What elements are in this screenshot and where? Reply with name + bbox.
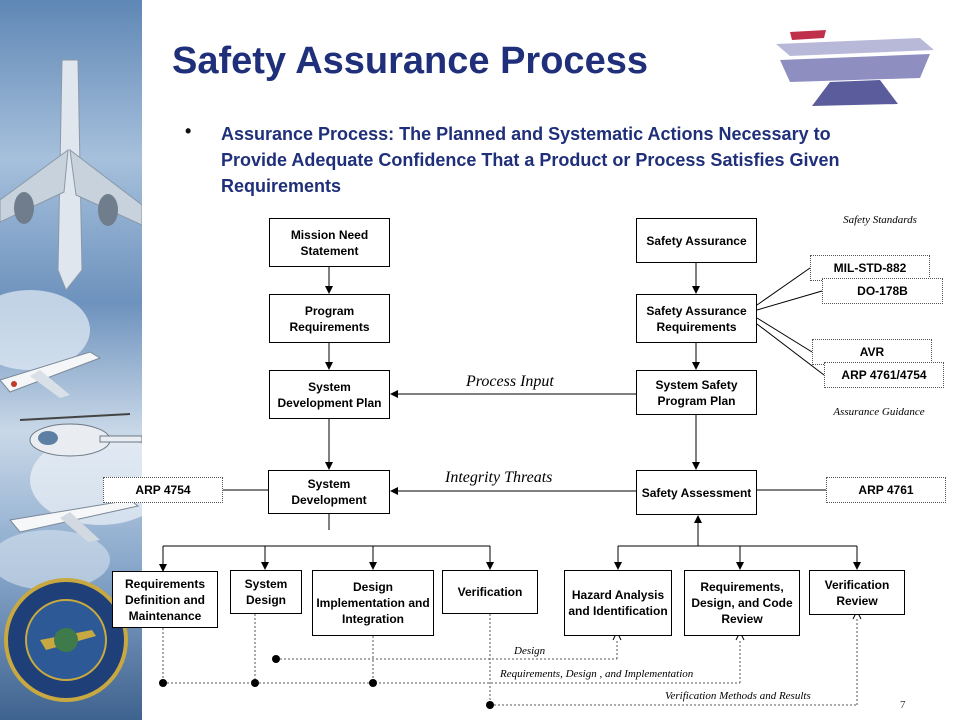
mission-need-box: Mission Need Statement — [269, 218, 390, 267]
requirements-design-code-review-box: Requirements, Design, and Code Review — [684, 570, 800, 636]
arp-4754-box: ARP 4754 — [103, 477, 223, 503]
waas-logo-icon — [776, 30, 934, 106]
business-jet-icon — [0, 351, 102, 398]
sidebar-collage — [0, 0, 142, 720]
helicopter-icon — [19, 413, 142, 457]
bullet-marker: • — [185, 121, 192, 141]
feedback-dot — [272, 655, 280, 663]
feedback-dot — [486, 701, 494, 709]
program-requirements-box: Program Requirements — [269, 294, 390, 343]
verification-box: Verification — [442, 570, 538, 614]
safety-assessment-box: Safety Assessment — [636, 470, 757, 515]
safety-standards-label: Safety Standards — [843, 214, 917, 226]
faa-seal-icon — [4, 578, 128, 702]
airliner-icon — [0, 59, 142, 291]
safety-assurance-box: Safety Assurance — [636, 218, 757, 263]
system-safety-program-plan-box: System Safety Program Plan — [636, 370, 757, 415]
safety-assurance-requirements-box: Safety Assurance Requirements — [636, 294, 757, 343]
feedback-dot — [251, 679, 259, 687]
arp-4761-box: ARP 4761 — [826, 477, 946, 503]
system-development-plan-box: System Development Plan — [269, 370, 390, 419]
req-design-impl-feedback-label: Requirements, Design , and Implementatio… — [500, 668, 694, 680]
assurance-guidance-label: Assurance Guidance — [833, 406, 925, 418]
verification-review-box: Verification Review — [809, 570, 905, 615]
do-178b-box: DO-178B — [822, 278, 943, 304]
bullet-text: Assurance Process: The Planned and Syste… — [221, 124, 840, 196]
page-number: 7 — [900, 699, 906, 711]
design-implementation-box: Design Implementation and Integration — [312, 570, 434, 636]
verification-methods-feedback-label: Verification Methods and Results — [665, 690, 811, 702]
integrity-threats-label: Integrity Threats — [445, 469, 553, 486]
system-development-box: System Development — [268, 470, 390, 514]
arp-4761-4754-box: ARP 4761/4754 — [824, 362, 944, 388]
system-design-box: System Design — [230, 570, 302, 614]
feedback-dot — [369, 679, 377, 687]
aircraft-collage-image — [0, 59, 142, 702]
feedback-dot — [159, 679, 167, 687]
regional-jet-icon — [9, 499, 140, 542]
mil-std-882-box: MIL-STD-882 — [810, 255, 930, 281]
page-title: Safety Assurance Process — [172, 40, 648, 82]
requirements-definition-box: Requirements Definition and Maintenance — [112, 571, 218, 628]
process-input-label: Process Input — [466, 373, 554, 390]
hazard-analysis-box: Hazard Analysis and Identification — [564, 570, 672, 636]
design-feedback-label: Design — [514, 645, 546, 657]
